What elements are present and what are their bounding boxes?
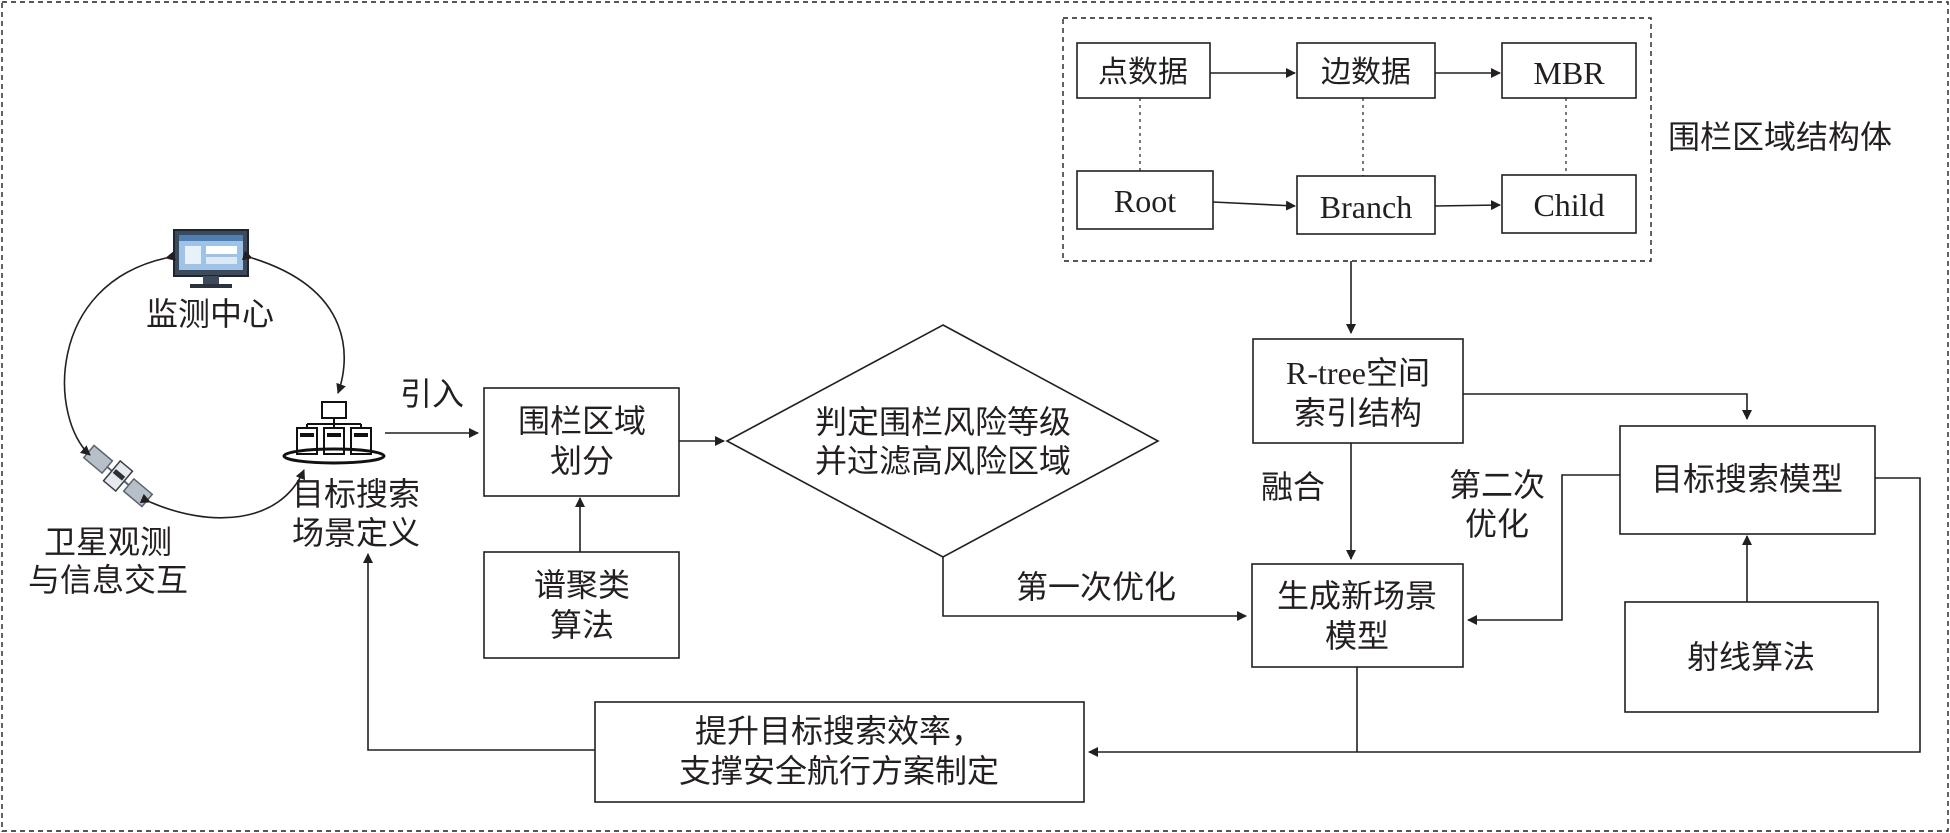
arrow-monitor-satellite [63, 251, 176, 456]
rtree-line1: R-tree空间 [1286, 355, 1430, 391]
introduce-label: 引入 [400, 375, 464, 413]
ray-algo-label: 射线算法 [1687, 638, 1815, 676]
arrow-to-result [1088, 477, 1921, 757]
spectral-line1: 谱聚类 [534, 566, 630, 604]
arrow-second-optimization [1467, 474, 1620, 625]
server-cluster-icon [282, 401, 386, 465]
monitor-center-label: 监测中心 [146, 295, 274, 333]
arrow-rtree-to-target-model [1463, 393, 1752, 420]
result-box [594, 701, 1085, 803]
satellite-line2: 与信息交互 [28, 561, 188, 599]
fence-partition-line1: 围栏区域 [518, 402, 646, 440]
edge-data-label: 边数据 [1321, 55, 1411, 90]
point-data-label: 点数据 [1098, 55, 1188, 90]
target-def-line2: 场景定义 [292, 514, 420, 552]
branch-label: Branch [1320, 189, 1412, 225]
arrow-monitor-target-def [241, 250, 346, 394]
ray-algorithm-box [1624, 601, 1879, 713]
satellite-icon [82, 444, 154, 508]
root-box [1076, 170, 1214, 230]
rtree-line2: 索引结构 [1294, 394, 1422, 432]
target-model-label: 目标搜索模型 [1651, 460, 1843, 498]
arrow-root-to-branch [1212, 200, 1296, 211]
arrow-feedback-to-target-def [363, 553, 595, 751]
fence-partition-line2: 划分 [550, 442, 614, 480]
target-def-line1: 目标搜索 [292, 475, 420, 513]
rtree-box [1252, 338, 1464, 444]
spectral-line2: 算法 [550, 606, 614, 644]
root-label: Root [1114, 183, 1176, 219]
arrow-satellite-target-def [139, 469, 305, 519]
result-line1: 提升目标搜索效率， [695, 712, 983, 750]
risk-diamond [725, 324, 1160, 558]
spectral-clustering-box [483, 551, 680, 659]
target-model-box [1619, 425, 1876, 535]
result-line2: 支撑安全航行方案制定 [679, 752, 999, 790]
fence-structure-title: 围栏区域结构体 [1668, 118, 1892, 156]
branch-box [1296, 175, 1436, 235]
edge-data-box [1296, 42, 1436, 99]
diamond-line2: 并过滤高风险区域 [815, 442, 1071, 480]
monitor-icon [173, 229, 249, 288]
diamond-line1: 判定围栏风险等级 [815, 403, 1071, 441]
satellite-line1: 卫星观测 [44, 523, 172, 561]
second-opt-line1: 第二次 [1449, 466, 1545, 504]
new-scene-line1: 生成新场景 [1277, 577, 1437, 615]
second-opt-line2: 优化 [1465, 505, 1529, 543]
child-label: Child [1533, 187, 1604, 223]
arrow-first-optimization [942, 557, 1247, 621]
fence-structure-frame [1062, 17, 1652, 262]
new-scene-box [1251, 563, 1464, 668]
first-opt-label: 第一次优化 [1016, 568, 1176, 606]
child-box [1501, 174, 1637, 234]
point-data-box [1076, 42, 1211, 99]
mbr-box [1501, 42, 1637, 99]
mbr-label: MBR [1533, 55, 1605, 91]
new-scene-line2: 模型 [1325, 617, 1389, 655]
arrow-branch-to-child [1434, 200, 1501, 211]
fence-partition-box [483, 387, 680, 497]
fusion-label: 融合 [1261, 468, 1325, 506]
